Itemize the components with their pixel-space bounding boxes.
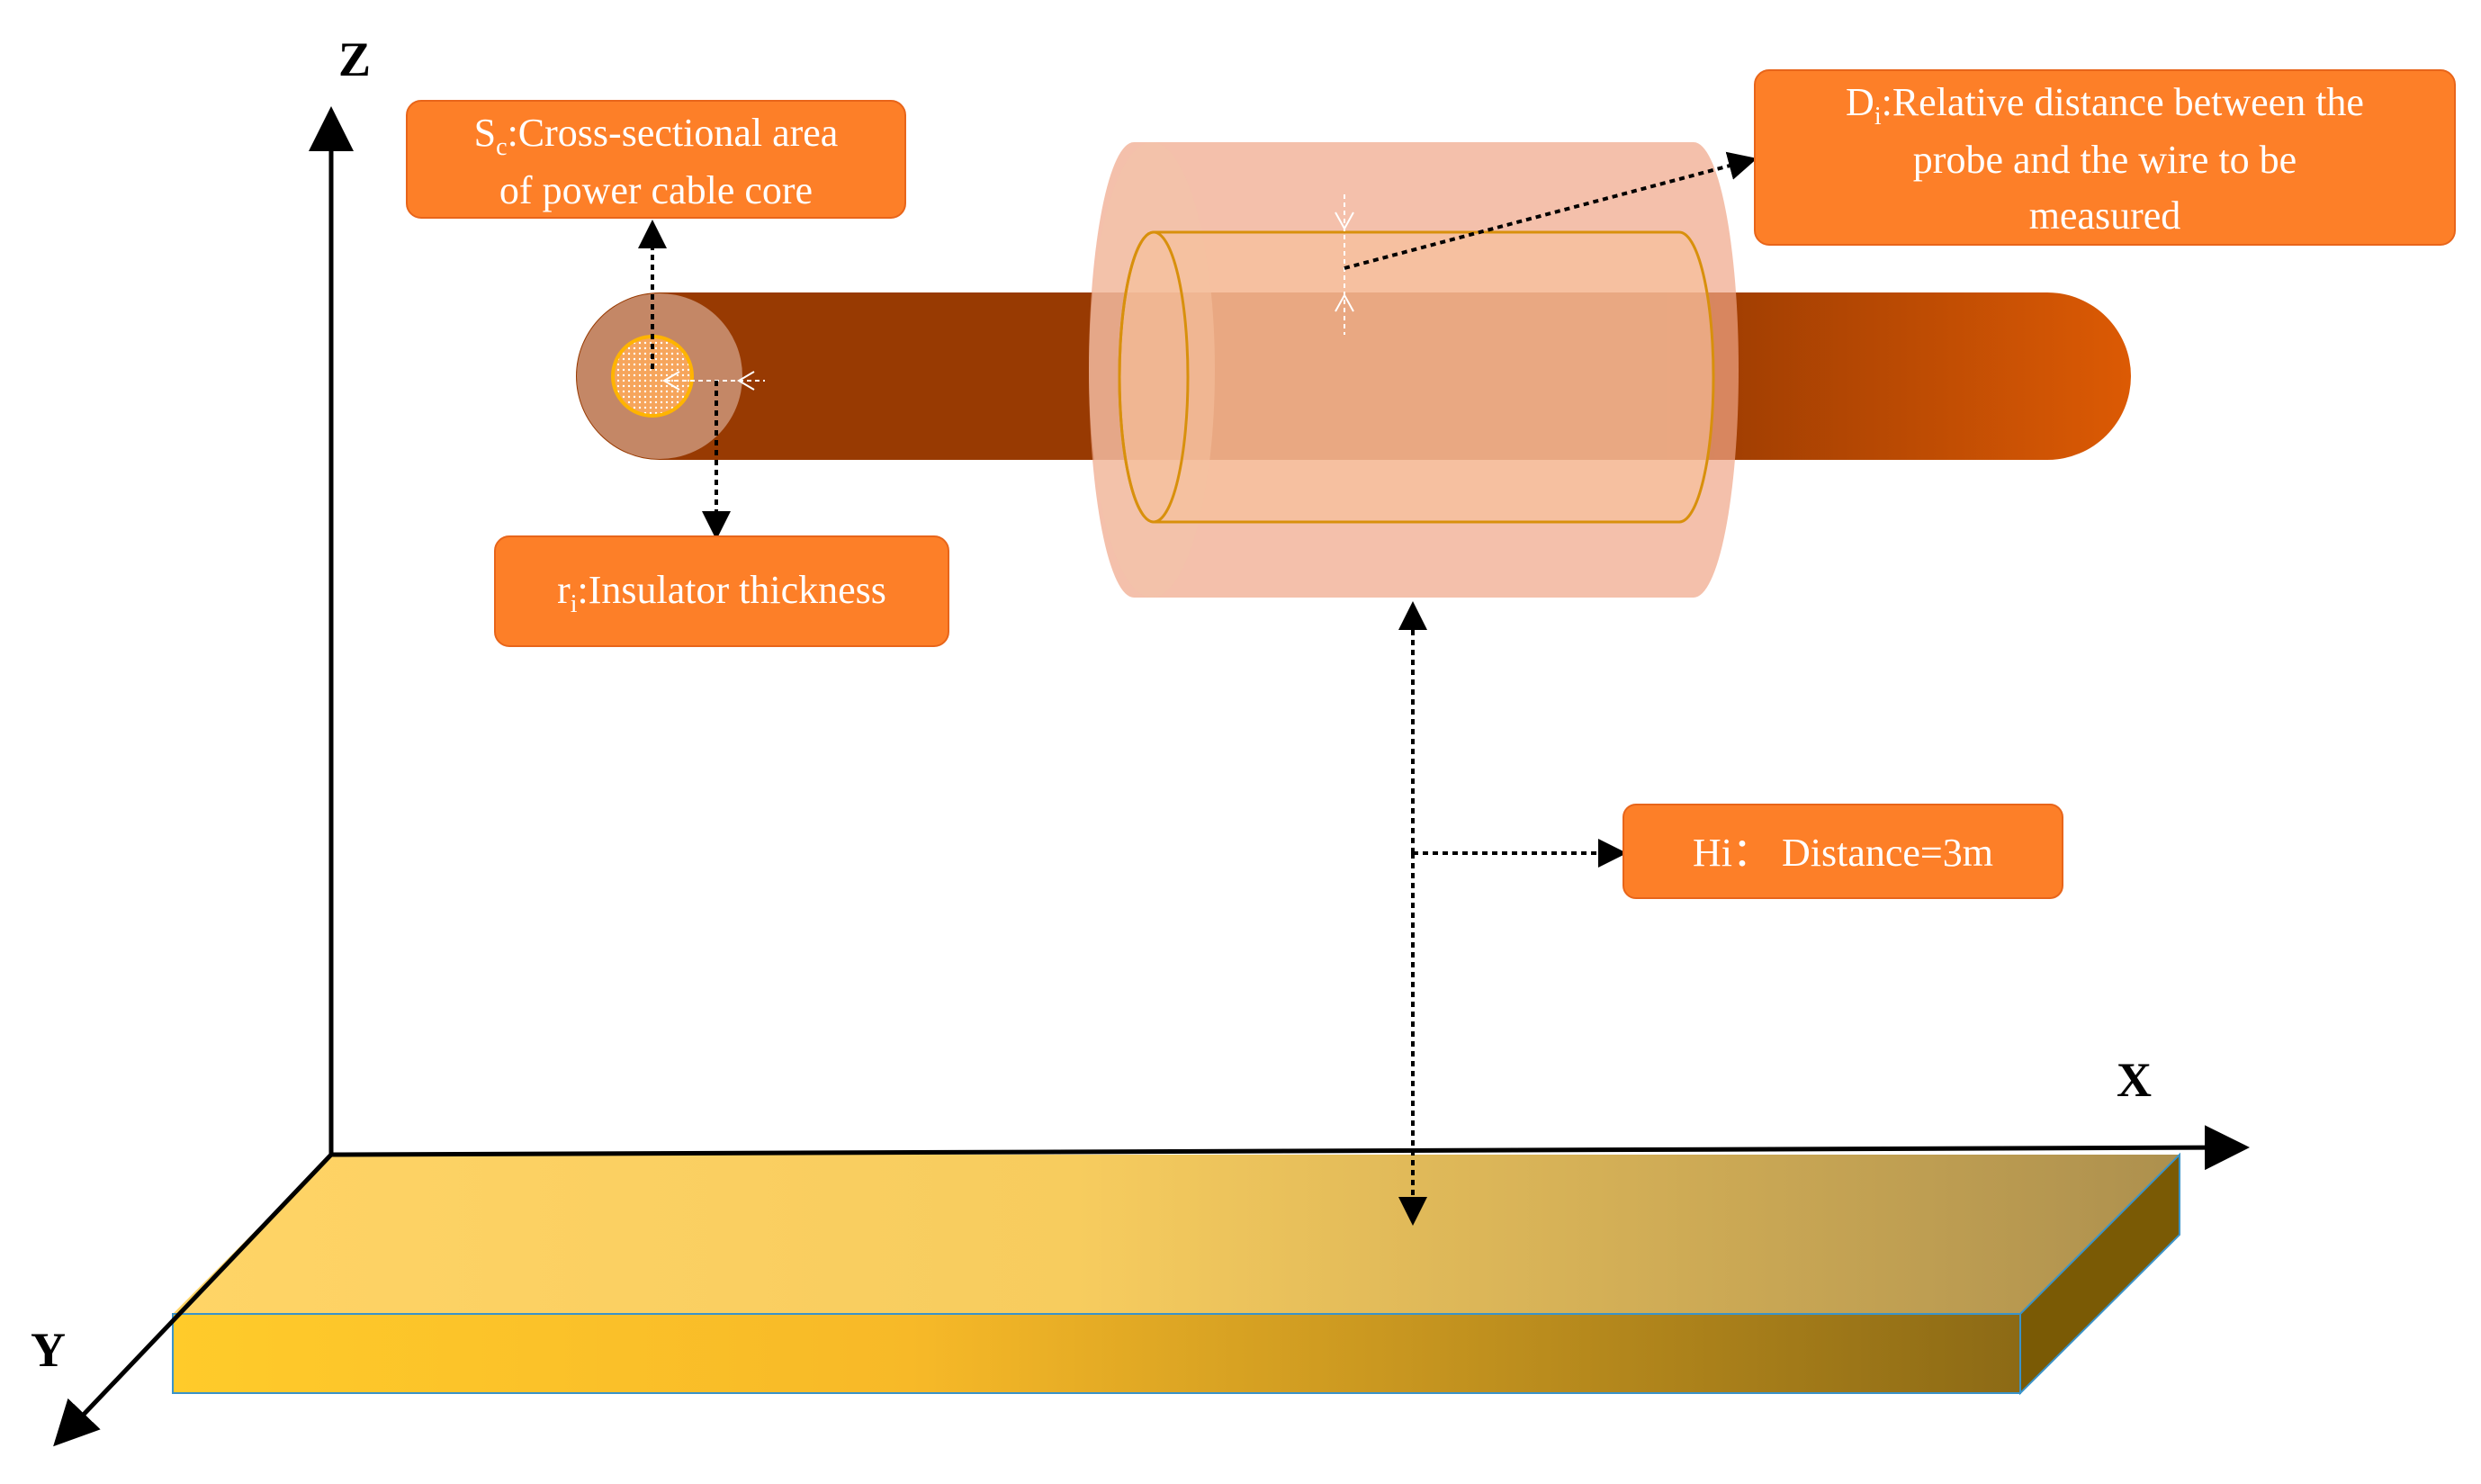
label-cross-section-box <box>406 100 906 219</box>
white-markers <box>662 194 1354 391</box>
leader-lines <box>638 151 1757 1226</box>
y-axis <box>53 1153 333 1447</box>
probe-inner <box>1118 230 1715 524</box>
probe-inner-face <box>1118 230 1190 524</box>
label-insulator-text: ri:Insulator thickness <box>557 568 886 618</box>
insulator-arrow-right <box>737 371 755 391</box>
z-axis-label: Z <box>338 32 371 86</box>
probe-gap-arrow-bottom <box>1335 292 1354 312</box>
label-height-box <box>1623 804 2063 899</box>
ground-front-face <box>172 1313 2021 1394</box>
label-relative-distance-box <box>1754 69 2456 246</box>
label-height-text: Hi： Distance=3m <box>1693 831 1993 875</box>
probe-cylinder <box>1089 142 1739 598</box>
ground-side-face <box>2019 1152 2180 1396</box>
y-axis-label: Y <box>31 1323 66 1377</box>
probe-gap-arrow-top <box>1335 211 1354 231</box>
ground-top-face <box>173 1155 2180 1314</box>
label-height: Hi： Distance=3m <box>1623 804 2063 899</box>
label-relative-distance: Di:Relative distance between the probe a… <box>1754 69 2456 246</box>
label-cross-section-line1: Sc:Cross-sectional area <box>474 111 839 161</box>
axes: Z X Y <box>31 32 2250 1447</box>
insulator-arrow-left <box>662 371 680 391</box>
label-relative-distance-line3: measured <box>2029 193 2181 238</box>
label-relative-distance-line1: Di:Relative distance between the <box>1846 80 2364 130</box>
x-axis <box>330 1125 2250 1171</box>
label-relative-distance-line2: probe and the wire to be <box>1913 138 2297 182</box>
label-insulator-box <box>494 535 949 647</box>
leader-relative-distance <box>1344 151 1757 270</box>
label-cross-section: Sc:Cross-sectional area of power cable c… <box>406 100 906 219</box>
label-cross-section-line2: of power cable core <box>499 168 813 212</box>
ground-slab <box>172 1152 2180 1396</box>
x-axis-label: X <box>2117 1053 2152 1107</box>
label-insulator: ri:Insulator thickness <box>494 535 949 647</box>
